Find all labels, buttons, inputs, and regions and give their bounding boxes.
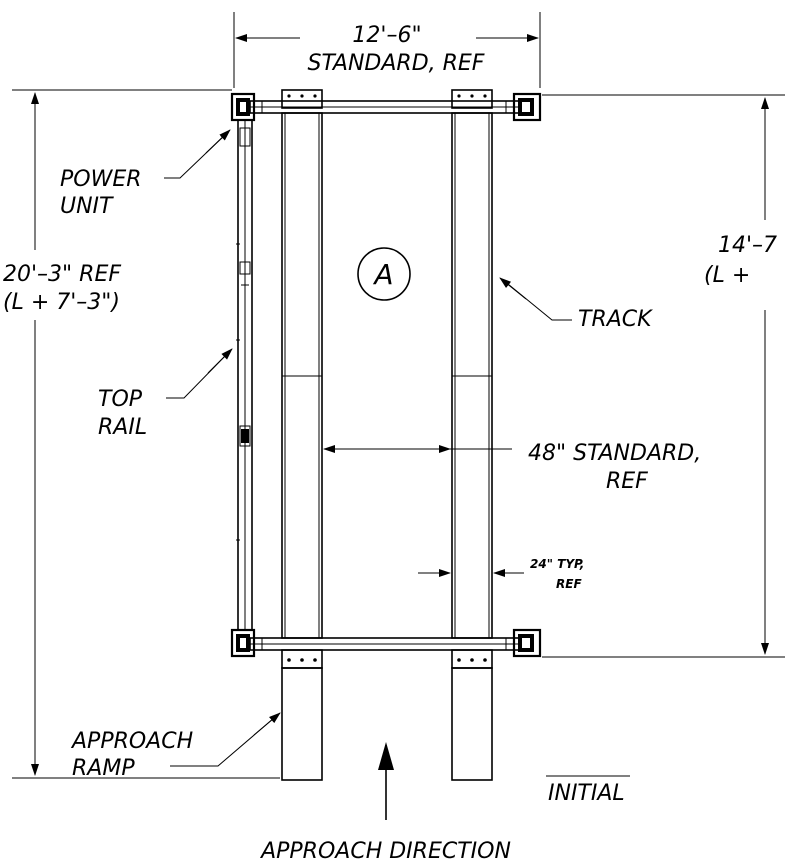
power-unit-callout: POWER UNIT [60,129,231,219]
right-length-dimension: 14'–7 (L + [542,94,785,658]
approach-direction-arrow: APPROACH DIRECTION [259,742,511,864]
right-dim-formula: (L + [704,263,750,288]
approach-ramp-left [281,667,323,781]
track-callout: TRACK [499,277,653,332]
right-dim-value: 14'–7 [718,233,777,258]
initial-label: INITIAL [548,781,625,806]
top-rail [236,119,253,631]
corner-post-bottom-left [230,628,263,658]
bay-marker: A [357,247,411,301]
track-spacing-note: REF [606,469,648,494]
top-rail-label-2: RAIL [98,415,147,440]
top-width-dimension: 12'–6" STANDARD, REF [233,12,541,88]
approach-ramp-right [451,667,493,781]
approach-direction-label: APPROACH DIRECTION [259,839,511,864]
track-spacing-dimension: 48" STANDARD, REF [323,441,701,494]
top-rail-callout: TOP RAIL [98,348,233,440]
power-unit-label-1: POWER [60,167,142,192]
track-left [281,89,323,669]
power-unit-label-2: UNIT [60,194,114,219]
left-length-dimension: 20'–3" REF (L + 7'–3") [3,89,280,779]
left-dim-formula: (L + 7'–3") [3,290,120,315]
top-dim-note: STANDARD, REF [308,51,485,76]
approach-ramp-callout: APPROACH RAMP [70,712,281,781]
top-dim-value: 12'–6" [352,23,421,48]
track-label: TRACK [578,307,653,332]
corner-post-top-left [230,92,263,122]
top-crossbar [249,100,523,114]
bay-marker-label: A [372,258,393,291]
track-right [451,89,493,669]
track-width-note: REF [556,577,582,591]
left-dim-value: 20'–3" REF [3,262,121,287]
initial-field: INITIAL [546,775,630,806]
corner-post-top-right [505,92,542,122]
bottom-crossbar [249,637,523,651]
track-width-dimension: 24" TYP, REF [418,557,584,591]
approach-ramp-label-1: APPROACH [70,729,193,754]
track-spacing-value: 48" STANDARD, [528,441,701,466]
approach-ramp-label-2: RAMP [72,756,135,781]
corner-post-bottom-right [505,628,542,658]
top-rail-label-1: TOP [98,387,143,412]
track-width-value: 24" TYP, [530,557,584,571]
